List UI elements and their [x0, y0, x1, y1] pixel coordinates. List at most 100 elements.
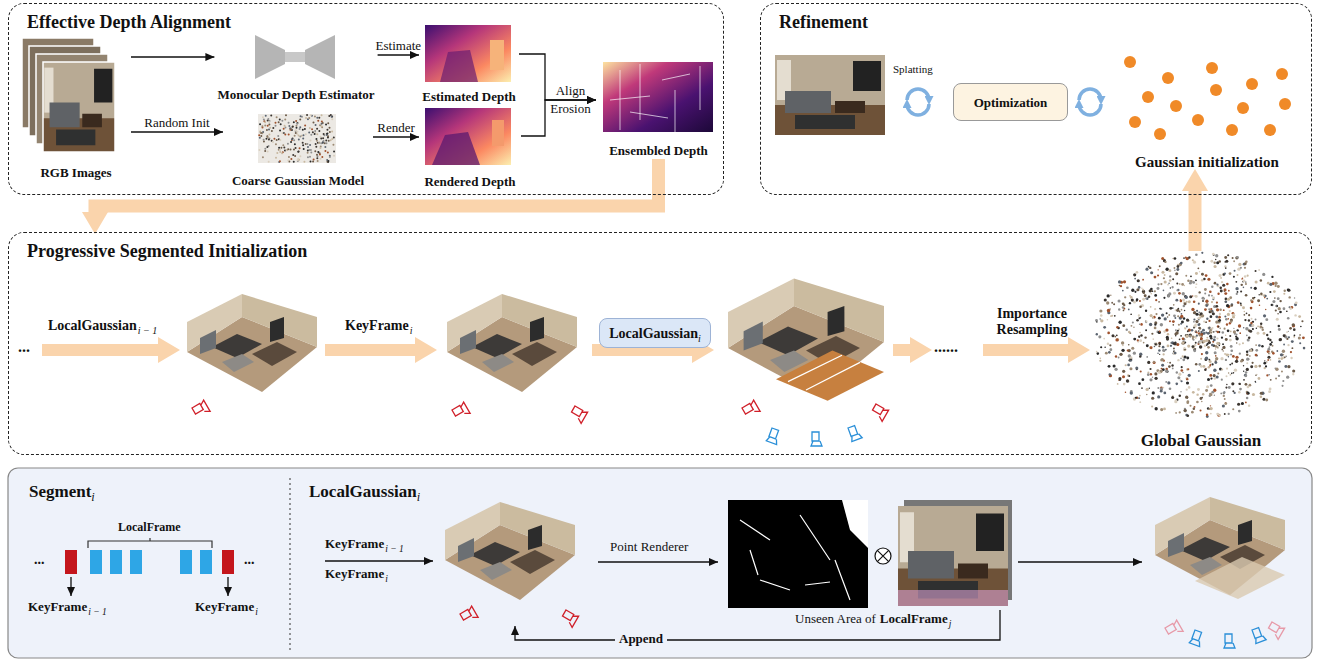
- gaussian-render: [309, 127, 311, 129]
- point-cloud: [1107, 342, 1109, 344]
- point-cloud: [1250, 349, 1253, 352]
- point-cloud: [1195, 330, 1197, 332]
- point-cloud: [1248, 336, 1251, 339]
- edge-label: Estimate: [376, 39, 422, 54]
- point-cloud: [1163, 290, 1165, 292]
- point-cloud: [1142, 289, 1144, 291]
- point-cloud: [1193, 349, 1196, 352]
- gaussian-render: [282, 144, 284, 146]
- point-cloud: [1286, 375, 1289, 378]
- point-cloud: [1191, 411, 1194, 414]
- point-cloud: [1199, 345, 1202, 348]
- point-cloud: [1142, 291, 1145, 294]
- point-cloud: [1207, 346, 1210, 349]
- gaussian-render: [262, 131, 264, 133]
- point-cloud: [1119, 353, 1122, 356]
- point-cloud: [1217, 347, 1218, 348]
- point-cloud: [1217, 373, 1219, 375]
- point-cloud: [1161, 358, 1164, 361]
- gaussian-render: [263, 119, 265, 121]
- point-cloud: [1240, 290, 1242, 292]
- gaussian-render: [275, 125, 277, 127]
- point-cloud: [1136, 319, 1139, 322]
- point-cloud: [1189, 295, 1192, 298]
- point-cloud: [1280, 357, 1283, 360]
- gaussian-render: [287, 143, 289, 145]
- point-cloud: [1198, 332, 1200, 334]
- point-cloud: [1230, 353, 1232, 355]
- point-cloud: [1109, 344, 1111, 346]
- point-cloud: [1206, 303, 1209, 306]
- gaussian-render: [279, 130, 281, 132]
- point-cloud: [1159, 308, 1160, 309]
- point-cloud: [1163, 387, 1165, 389]
- point-cloud: [1129, 302, 1131, 304]
- point-cloud: [1211, 286, 1213, 288]
- gaussian-render: [293, 139, 295, 141]
- point-cloud: [1269, 291, 1271, 293]
- point-cloud: [1213, 374, 1216, 377]
- point-cloud: [1268, 352, 1270, 354]
- point-cloud: [1202, 393, 1204, 395]
- thin-arrow: [1018, 561, 1142, 562]
- scene-reconstruction: [776, 350, 884, 400]
- point-cloud: [1155, 313, 1157, 315]
- point-cloud: [1187, 368, 1189, 370]
- annotation: Unseen Area of: [795, 612, 876, 627]
- point-cloud: [1175, 299, 1178, 302]
- gaussian-render: [305, 117, 307, 119]
- cycle-arrow: [1079, 104, 1101, 115]
- multiply-symbol: [877, 550, 888, 561]
- point-cloud: [1217, 331, 1219, 333]
- point-cloud: [1243, 379, 1245, 381]
- gaussian-dot: [1192, 114, 1204, 126]
- thin-arrow: [325, 560, 433, 561]
- point-cloud: [1303, 347, 1306, 350]
- point-cloud: [1169, 387, 1172, 390]
- point-cloud: [1147, 373, 1150, 376]
- gaussian-render: [285, 114, 287, 116]
- point-cloud: [1235, 356, 1238, 359]
- detail-region: LocalGaussiani: [295, 474, 1307, 654]
- gaussian-render: [264, 124, 266, 126]
- point-cloud: [1287, 365, 1290, 368]
- gaussian-render: [307, 152, 309, 154]
- point-cloud: [1229, 310, 1231, 312]
- illustration: [1224, 634, 1235, 648]
- point-cloud: [1141, 378, 1144, 381]
- point-cloud: [1158, 301, 1160, 303]
- point-cloud: [1287, 317, 1290, 320]
- point-cloud: [1276, 350, 1278, 352]
- depth-map: Ensembled Depth: [596, 59, 721, 159]
- gaussian-render: [290, 141, 292, 143]
- point-cloud: [1184, 327, 1186, 329]
- point-cloud: [1177, 264, 1178, 265]
- gaussian-render: [268, 121, 270, 123]
- point-cloud: [1254, 287, 1257, 290]
- point-cloud: [1198, 330, 1200, 332]
- point-cloud: [1190, 405, 1192, 407]
- point-cloud: [1237, 301, 1240, 304]
- illustration: [569, 405, 588, 423]
- point-cloud: [1151, 290, 1153, 292]
- point-cloud: [1182, 341, 1184, 343]
- gaussian-render: [295, 129, 297, 131]
- gaussian-render: [281, 132, 283, 134]
- point-cloud: [1175, 331, 1178, 334]
- gaussian-render: [315, 143, 317, 145]
- point-cloud: [1227, 330, 1230, 333]
- point-cloud: [1267, 282, 1270, 285]
- point-cloud: [1180, 391, 1181, 392]
- point-cloud: [1210, 333, 1212, 335]
- point-cloud: [1250, 365, 1253, 368]
- point-cloud: [1095, 319, 1098, 322]
- point-cloud: [1237, 274, 1239, 276]
- point-cloud: [1236, 358, 1237, 359]
- point-cloud: [1284, 365, 1287, 368]
- point-cloud: [1099, 309, 1102, 312]
- point-cloud: [1177, 359, 1179, 361]
- point-cloud: [1167, 381, 1170, 384]
- point-cloud: [1187, 330, 1189, 332]
- point-cloud: [1206, 413, 1208, 415]
- point-cloud: [1179, 338, 1181, 340]
